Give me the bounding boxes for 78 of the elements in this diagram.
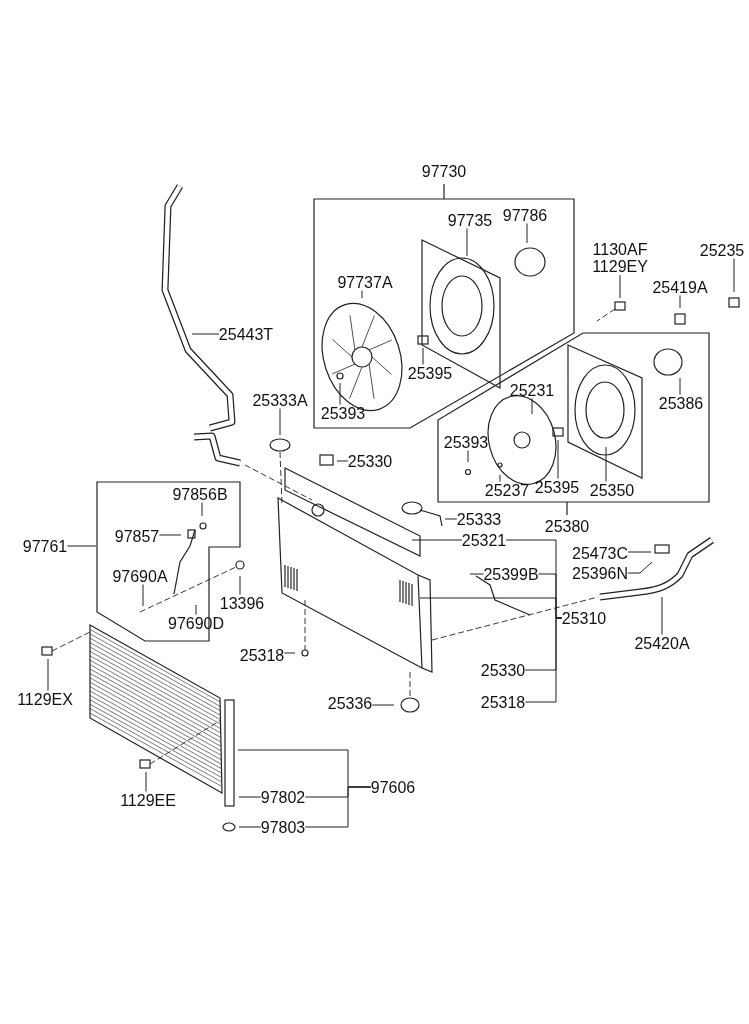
part-number: 25386 — [658, 394, 704, 412]
part-number: 97737A — [337, 273, 393, 291]
leader-line — [195, 604, 197, 615]
part-number: 25395 — [407, 364, 453, 382]
part-number: 25321 — [461, 531, 507, 549]
part-number: 25396N — [572, 564, 628, 582]
part-number: 1129EX — [17, 690, 73, 708]
part-number: 97761 — [22, 537, 68, 555]
bracket-line — [627, 561, 653, 574]
leader-line — [605, 446, 607, 482]
leader-line — [47, 658, 49, 691]
part-number: 97786 — [502, 206, 548, 224]
part-number: 25310 — [561, 609, 607, 627]
leader-line — [526, 223, 528, 244]
leader-line — [627, 551, 652, 553]
part-number: 25393 — [443, 433, 489, 451]
part-number: 25473C — [572, 544, 628, 562]
part-number: 25333 — [456, 510, 502, 528]
part-number: 25419A — [652, 278, 708, 296]
leader-line — [733, 258, 735, 293]
leader-line — [557, 439, 559, 479]
leader-line — [339, 382, 341, 405]
part-number: 25330 — [480, 661, 526, 679]
part-number: 97857 — [114, 527, 160, 545]
part-number: 97735 — [447, 211, 493, 229]
leader-line — [361, 290, 363, 299]
part-number: 25399B — [483, 565, 539, 583]
part-number: 25333A — [252, 391, 308, 409]
leader-line — [499, 474, 501, 482]
leader-line — [679, 295, 681, 309]
part-number: 13396 — [219, 594, 265, 612]
leader-line — [422, 347, 424, 365]
leader-line — [158, 534, 182, 536]
part-number: 25235 — [699, 241, 745, 259]
leader-line — [371, 704, 395, 706]
leader-line — [531, 398, 533, 415]
leader-line — [279, 408, 281, 436]
part-number: 97856B — [172, 485, 228, 503]
part-number: 1129EE — [120, 791, 176, 809]
leader-line — [661, 596, 663, 635]
leader-line — [145, 771, 147, 792]
leader-line — [66, 545, 97, 547]
part-number: 25393 — [320, 404, 366, 422]
part-number: 25237 — [484, 481, 530, 499]
part-number: 25420A — [634, 634, 690, 652]
part-number: 25380 — [544, 518, 590, 535]
leader-line — [239, 575, 241, 595]
part-number: 25336 — [327, 694, 373, 712]
part-number: 97802 — [260, 788, 306, 806]
part-number: 1129EY — [592, 258, 648, 275]
leader-line — [444, 518, 458, 520]
leader-line — [467, 450, 469, 463]
part-number: 25231 — [509, 381, 555, 399]
part-number: 25330 — [347, 452, 393, 470]
leader-line — [238, 796, 262, 798]
part-number: 97606 — [370, 778, 416, 796]
leader-line — [466, 228, 468, 257]
part-number: 97690A — [112, 567, 168, 585]
part-number: 25318 — [480, 693, 526, 711]
bracket-line — [524, 617, 563, 703]
part-number: 25395 — [534, 478, 580, 496]
part-number: 97803 — [260, 818, 306, 836]
part-number: 25318 — [239, 646, 285, 664]
part-number: 25350 — [589, 481, 635, 499]
leader-line — [619, 274, 621, 299]
leader-line — [238, 826, 262, 828]
leader-line — [201, 502, 203, 517]
leader-line — [679, 377, 681, 395]
leader-line — [469, 573, 484, 575]
leader-line — [191, 333, 220, 335]
part-number: 97730 — [421, 163, 467, 180]
part-number: 1130AF — [592, 241, 648, 258]
part-number: 25443T — [218, 325, 274, 343]
leader-line — [283, 652, 296, 654]
bracket-line — [304, 786, 372, 828]
leader-line — [411, 539, 463, 541]
leader-line — [336, 460, 349, 462]
leader-line — [142, 584, 144, 607]
